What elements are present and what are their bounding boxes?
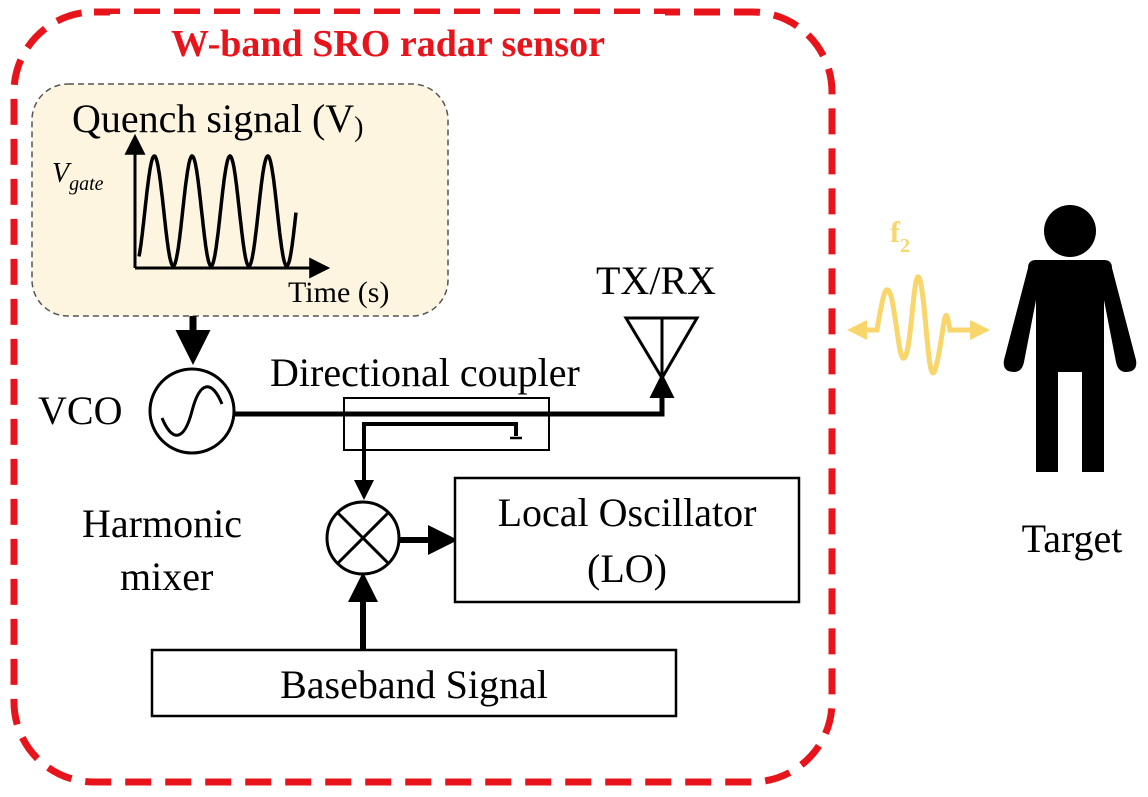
quench-waveform xyxy=(137,154,298,268)
antenna-label: TX/RX xyxy=(596,258,716,303)
sensor-boundary xyxy=(10,8,836,786)
quench-signal-label: Quench signal (V) xyxy=(72,96,363,143)
sine-source-icon xyxy=(148,367,236,455)
lo-label-line1: Local Oscillator xyxy=(498,490,757,535)
wave-icon xyxy=(847,274,990,376)
lo-box xyxy=(453,476,801,604)
baseband-label: Baseband Signal xyxy=(280,662,548,707)
tx-line xyxy=(234,373,675,417)
coupler-label: Directional coupler xyxy=(270,350,580,395)
lo-label-line2: (LO) xyxy=(587,546,667,591)
coupler-box xyxy=(343,397,550,451)
frequency-label: f2 xyxy=(890,216,910,257)
vco-label: VCO xyxy=(38,388,122,433)
mixer-label-line2: mixer xyxy=(120,554,213,599)
diagram-title: W-band SRO radar sensor xyxy=(171,23,605,65)
quench-y-axis-label: Vgate xyxy=(52,158,104,195)
quench-x-axis-label: Time (s) xyxy=(288,276,389,309)
person-icon xyxy=(1003,205,1137,472)
coupled-path xyxy=(354,422,518,500)
antenna-icon xyxy=(623,316,700,381)
mixer-label-line1: Harmonic xyxy=(82,501,242,546)
target-label: Target xyxy=(1022,516,1123,561)
mixer-cross-icon xyxy=(325,500,401,576)
baseband-box xyxy=(150,648,678,718)
